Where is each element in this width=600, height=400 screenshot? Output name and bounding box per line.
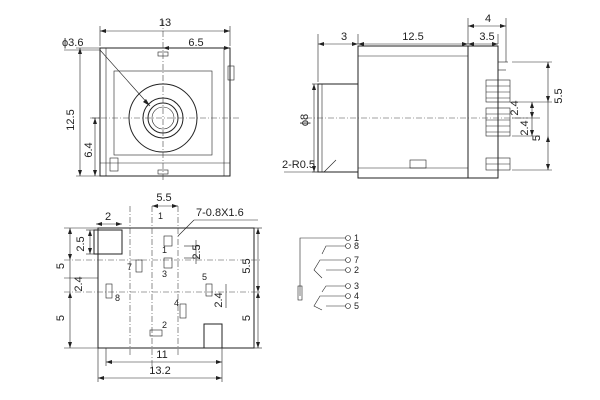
front-view: 13 6.5 ϕ3.6 12.5 6.4 [62,17,240,182]
dim-hole-dia: ϕ3.6 [62,37,83,49]
dim-height: 12.5 [65,109,77,130]
pin-label-3: 3 [162,269,167,279]
terminal-3 [345,283,351,289]
schematic: 1 8 7 2 3 4 5 [297,233,359,311]
pin-label-2: 2 [162,320,167,330]
dim-slot: 7-0.8X1.6 [196,207,244,219]
dim-nose-dia: ϕ8 [299,114,311,126]
schematic-pin-8: 8 [354,241,359,251]
terminal-2 [345,267,351,273]
side-pin-group-upper [485,79,511,103]
side-tail [467,45,499,179]
slot-pin-1b [163,257,173,269]
dim-pad-h: 2.5 [75,236,87,251]
dim-pad-w: 2 [105,211,111,223]
dim-center-height: 6.4 [83,142,95,157]
hole-ring-inner [147,102,179,134]
dim-right-upper: 5.5 [241,258,253,273]
front-body-outline [99,47,231,177]
front-bottom-tab [109,157,119,172]
dim-left-mid: 2.4 [73,276,85,291]
dim-top-right: 4 [485,13,491,25]
terminal-8 [345,243,351,249]
dim-body: 12.5 [402,31,423,43]
terminal-7 [345,257,351,263]
schematic-pin-2: 2 [354,265,359,275]
schematic-pin-5: 5 [354,301,359,311]
slot-pin-5 [205,283,213,297]
dim-right-mid: 2.4 [213,292,225,307]
sleeve-contact [297,285,303,301]
pin-label-7: 7 [127,262,132,272]
dim-right-lower: 5 [241,315,253,321]
dim-bottom-inner: 11 [156,349,167,361]
schematic-pin-4: 4 [354,291,359,301]
dim-left-lower: 5 [55,315,67,321]
side-nose [317,83,359,173]
dim-pitch-b: 2.4 [509,100,521,115]
dim-pitch-d: 5 [531,135,543,141]
front-side-tab [227,65,235,81]
pin-label-1b: 1 [162,245,167,255]
side-body [357,45,469,179]
terminal-5 [345,303,351,309]
dim-right-part: 6.5 [188,37,203,49]
pin-label-8: 8 [115,293,120,303]
pin-label-4: 4 [174,298,179,308]
schematic-pin-1: 1 [354,233,359,243]
side-pin-group-lower [485,107,511,137]
dim-radius: 2-R0.5 [282,159,315,171]
terminal-4 [345,293,351,299]
pin-label-1a: 1 [158,211,163,221]
dim-mid-h: 2.5 [191,244,203,259]
terminal-1 [345,235,351,241]
dim-nose: 3 [341,31,347,43]
footprint-outline [97,227,255,349]
dim-left-upper: 5 [55,263,67,269]
mount-pad-bottom [203,323,223,349]
side-view: 3 12.5 3.5 4 ϕ8 2-R0.5 5.5 [282,13,565,179]
slot-pin-1a [163,235,173,247]
dim-tail: 3.5 [479,31,494,43]
pcb-footprint: 1 1 3 7 5 8 4 2 5.5 7-0.8X1.6 2 2.5 2.5 [55,192,262,382]
slot-pin-7 [135,259,143,273]
dim-bottom-outer: 13.2 [149,365,170,377]
slot-pin-2 [149,329,163,337]
slot-pin-4 [179,303,187,319]
dim-width: 13 [159,17,171,29]
dim-top-spacing: 5.5 [156,192,171,204]
dim-pitch-a: 5.5 [553,88,565,103]
schematic-pin-3: 3 [354,281,359,291]
pin-label-5: 5 [202,272,207,282]
dim-pitch-c: 2.4 [519,120,531,135]
schematic-pin-7: 7 [354,255,359,265]
mount-pad-top [93,229,123,255]
slot-pin-8 [105,283,113,299]
